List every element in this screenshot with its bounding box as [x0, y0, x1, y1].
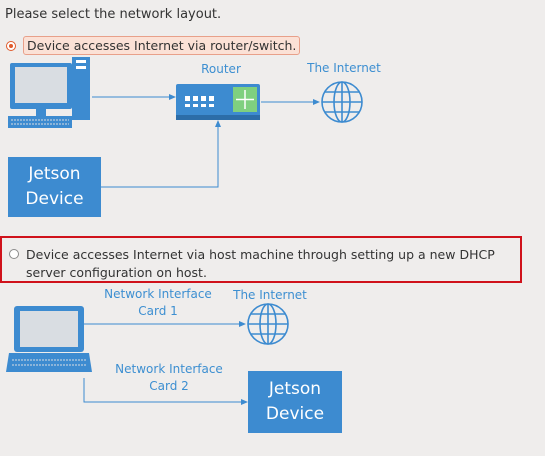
option-host-dhcp-label[interactable]: Device accesses Internet via host machin… [26, 247, 495, 280]
internet-label-2: The Internet [233, 288, 307, 302]
jetson-line1: Jetson [28, 164, 81, 184]
page-prompt: Please select the network layout. [5, 7, 222, 22]
laptop-icon [6, 306, 92, 372]
nic2-line2: Card 2 [149, 379, 189, 393]
option-highlight-box [0, 236, 522, 283]
radio-router-switch[interactable] [6, 40, 16, 51]
jetson-line2: Device [25, 189, 84, 209]
option-router-switch[interactable]: Device accesses Internet via router/swit… [6, 36, 301, 55]
nic2-label: Network Interface Card 2 [112, 361, 226, 395]
nic1-line1: Network Interface [104, 287, 212, 301]
desktop-computer-icon [8, 57, 90, 128]
router-icon [176, 84, 260, 120]
option-router-switch-label[interactable]: Device accesses Internet via router/swit… [23, 36, 301, 55]
jetson-device-block: Jetson Device [8, 157, 101, 217]
globe-icon [321, 81, 363, 123]
radio-host-dhcp[interactable] [9, 249, 19, 259]
option-host-dhcp[interactable]: Device accesses Internet via host machin… [9, 246, 506, 282]
jetson2-line1: Jetson [268, 379, 322, 399]
nic1-line2: Card 1 [138, 304, 178, 318]
jetson2-line2: Device [265, 404, 325, 424]
nic1-label: Network Interface Card 1 [101, 286, 215, 320]
internet-label: The Internet [307, 61, 381, 75]
jetson-device-block-2: Jetson Device [248, 371, 342, 433]
router-label: Router [201, 62, 241, 76]
globe-icon [247, 303, 289, 345]
nic2-line1: Network Interface [115, 362, 223, 376]
